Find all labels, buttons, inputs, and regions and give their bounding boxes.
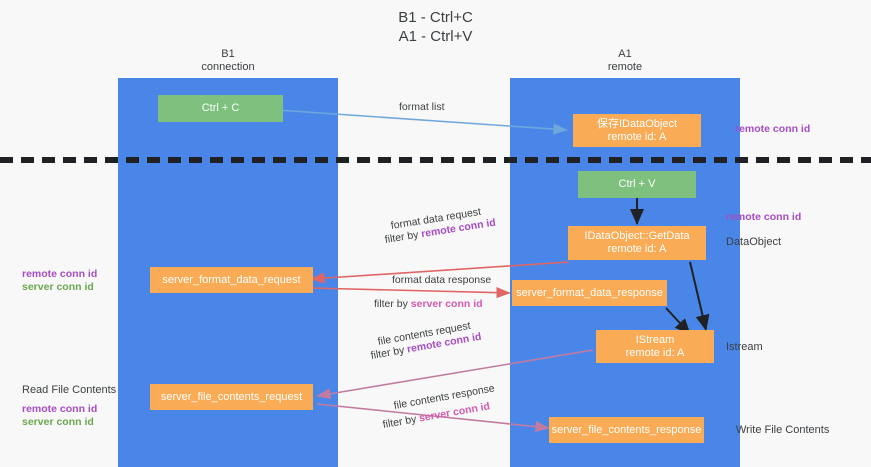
filter-prefix: filter by [381,412,421,431]
node-server-file-contents-response[interactable]: server_file_contents_response [549,417,704,443]
filter-prefix: filter by [383,228,423,246]
node-server-format-data-request[interactable]: server_format_data_request [150,267,313,293]
annotation-read-file-contents: Read File Contents [22,384,117,396]
node-istream[interactable]: IStream remote id: A [596,330,714,363]
diagram-title: B1 - Ctrl+C A1 - Ctrl+V [398,9,473,45]
edge-label-format-data-response-filter: filter by server conn id [374,298,483,311]
node-save-idataobject[interactable]: 保存IDataObject remote id: A [573,114,701,147]
annotation-left-remote-conn-id: remote conn id [22,268,98,280]
annotation-write-file-contents: Write File Contents [736,424,830,436]
annotation-right-remote-conn-id-mid: remote conn id [726,211,802,223]
node-ctrl-c[interactable]: Ctrl + C [158,95,283,122]
edge-label-format-list: format list [399,101,445,113]
column-header-b1: B1 connection [201,48,255,73]
annotation-dataobject: DataObject [726,236,782,248]
arrow-format-data-response [310,287,511,299]
section-divider [0,157,871,163]
column-header-a1: A1 remote [607,48,643,73]
edge-label-format-data-response: format data response [392,274,492,286]
filter-prefix: filter by [374,298,411,310]
node-server-format-data-response[interactable]: server_format_data_response [512,280,667,306]
filter-key-server-conn-id: server conn id [410,298,483,310]
annotation-left-server-conn-id: server conn id [22,281,94,293]
annotation-left-server-conn-id-2: server conn id [22,416,94,428]
annotation-right-remote-conn-id-top: remote conn id [735,123,811,135]
annotation-istream: Istream [726,341,763,353]
node-ctrl-v[interactable]: Ctrl + V [578,171,696,198]
filter-prefix: filter by [369,343,409,362]
annotation-left-remote-conn-id-2: remote conn id [22,403,98,415]
node-server-file-contents-request[interactable]: server_file_contents_request [150,384,313,410]
node-idataobject-getdata[interactable]: IDataObject::GetData remote id: A [568,226,706,260]
